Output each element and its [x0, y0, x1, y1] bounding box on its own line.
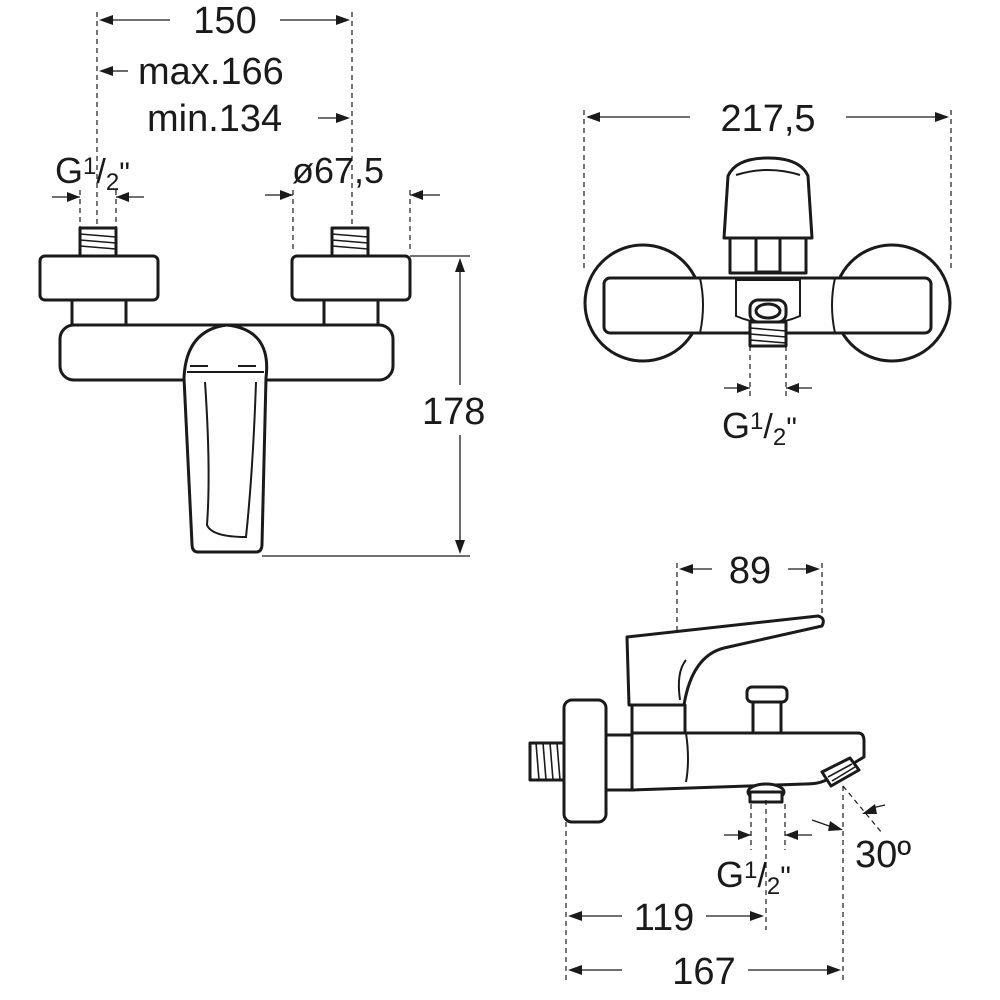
top-lever [722, 156, 814, 240]
dim-diameter: ø67,5 [292, 150, 384, 191]
lever-handle [182, 323, 269, 554]
escutcheon-right [290, 254, 412, 302]
dim-thread-top: G1/2" [722, 405, 797, 451]
inlet-thread-right [330, 226, 370, 258]
dim-max-166: max.166 [138, 51, 284, 93]
dim-217-5: 217,5 [720, 98, 815, 140]
side-lever [625, 614, 825, 707]
wall-flange [562, 698, 608, 824]
dim-119: 119 [634, 897, 695, 939]
top-view: 217,5 G1/2" [583, 98, 952, 451]
dim-angle-30: 30º [855, 834, 911, 876]
dim-thread-side: G1/2" [716, 854, 791, 900]
dim-min-134: min.134 [147, 98, 282, 140]
dim-150: 150 [193, 0, 256, 42]
dim-178: 178 [422, 391, 485, 433]
front-view: 150 max.166 min.134 G1/2" ø67,5 [38, 0, 485, 557]
inlet-thread-left [78, 226, 118, 258]
dim-thread-front: G1/2" [55, 150, 130, 196]
dim-167: 167 [672, 951, 735, 993]
side-view: 89 G1/2" [528, 550, 911, 993]
dim-89: 89 [729, 550, 771, 592]
escutcheon-left [38, 254, 160, 302]
